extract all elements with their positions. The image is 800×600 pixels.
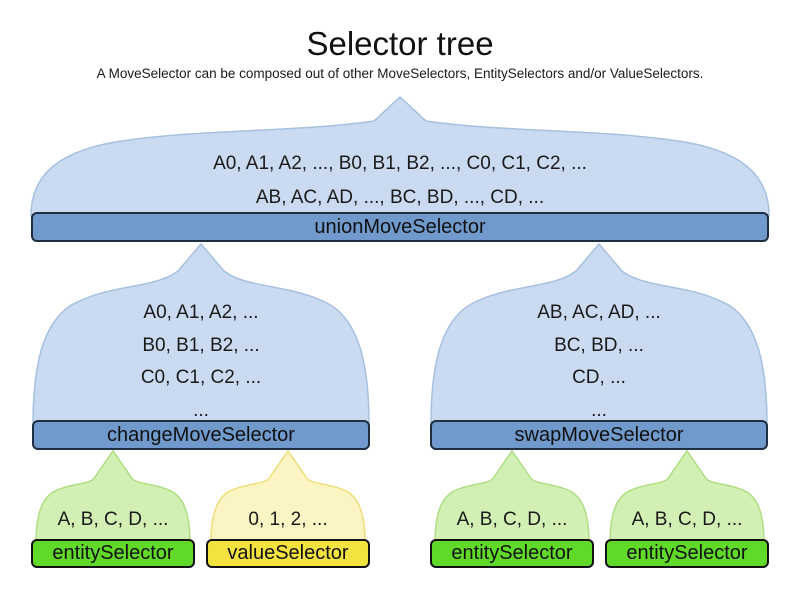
funnel-value1 [210,449,366,545]
union-move-selector-bar: unionMoveSelector [31,212,769,242]
funnel-swap [430,242,768,426]
change-funnel-content: A0, A1, A2, ... B0, B1, B2, ... C0, C1, … [33,297,369,427]
union-content-line: AB, AC, AD, ..., BC, BD, ..., CD, ... [255,187,545,208]
funnel-entity3 [609,449,765,545]
change-content-line: ... [193,399,209,421]
entity1-funnel-content: A, B, C, D, ... [57,509,169,530]
funnel-change [32,242,370,426]
swap-content-line: ... [591,399,607,421]
page-subtitle: A MoveSelector can be composed out of ot… [96,66,704,81]
change-content-line: A0, A1, A2, ... [143,302,259,323]
change-content-line: B0, B1, B2, ... [142,334,260,356]
swap-move-selector-bar: swapMoveSelector [430,420,768,450]
value-selector-bar: valueSelector [206,539,370,568]
entity-selector-bar-1: entitySelector [31,539,195,568]
entity2-funnel-content: A, B, C, D, ... [456,509,568,530]
union-funnel-content: A0, A1, A2, ..., B0, B1, B2, ..., C0, C1… [0,147,800,215]
swap-content-line: BC, BD, ... [554,334,644,356]
swap-content-line: CD, ... [572,367,626,388]
swap-funnel-content: AB, AC, AD, ... BC, BD, ... CD, ... ... [431,297,767,427]
union-content-line: A0, A1, A2, ..., B0, B1, B2, ..., C0, C1… [213,153,587,174]
entity-selector-bar-2: entitySelector [430,539,594,568]
funnel-entity2 [434,449,590,545]
entity-selector-bar-3: entitySelector [605,539,769,568]
change-content-line: C0, C1, C2, ... [140,367,262,388]
page-title: Selector tree [306,25,494,62]
swap-content-line: AB, AC, AD, ... [537,302,661,323]
value1-funnel-content: 0, 1, 2, ... [248,509,328,530]
change-move-selector-bar: changeMoveSelector [32,420,370,450]
funnel-entity1 [35,449,191,545]
funnel-union [30,95,770,217]
entity3-funnel-content: A, B, C, D, ... [631,509,743,530]
